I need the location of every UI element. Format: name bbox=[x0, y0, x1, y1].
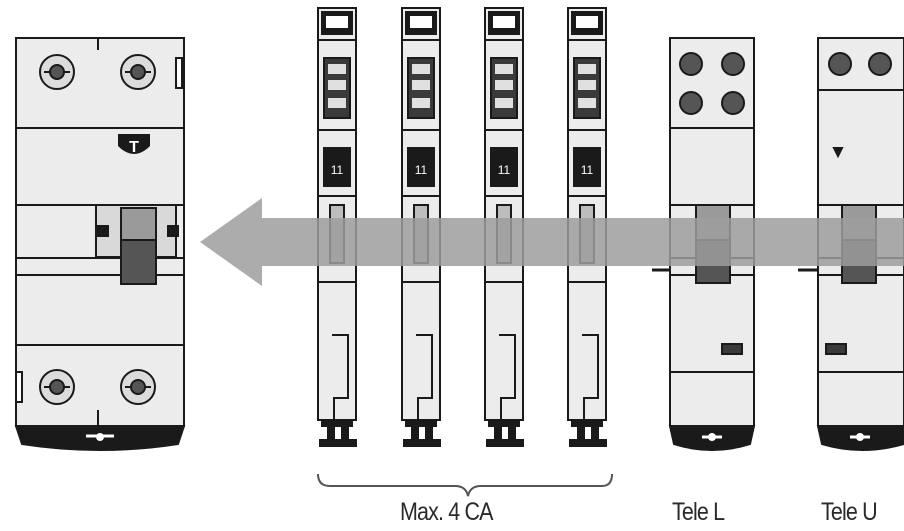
din-rail-clip-icon bbox=[86, 433, 114, 441]
terminal-screw-icon bbox=[828, 52, 892, 76]
breaker-assembly-diagram: T 11 bbox=[14, 7, 904, 497]
terminal-screw-icon bbox=[39, 369, 75, 405]
terminal-screw-icon bbox=[679, 52, 745, 115]
aux-group-caption: Max. 4 CA bbox=[400, 498, 493, 526]
group-brace bbox=[317, 473, 613, 497]
terminal-screw-icon bbox=[120, 54, 156, 90]
aux-badge-label: 11 bbox=[331, 163, 344, 177]
auxiliary-contact: 11 bbox=[317, 7, 357, 447]
din-rail-clip-icon bbox=[702, 433, 722, 441]
terminal-screw-icon bbox=[120, 369, 156, 405]
terminal-screw-icon bbox=[39, 54, 75, 90]
main-breaker bbox=[14, 37, 186, 451]
left-arrow-icon bbox=[200, 198, 904, 286]
tele-u-caption: Tele U bbox=[821, 498, 878, 526]
din-rail-clip-icon bbox=[850, 433, 870, 441]
test-button: T bbox=[118, 134, 150, 156]
tele-l-caption: Tele L bbox=[672, 498, 725, 526]
main-badge-label: T bbox=[129, 139, 139, 156]
